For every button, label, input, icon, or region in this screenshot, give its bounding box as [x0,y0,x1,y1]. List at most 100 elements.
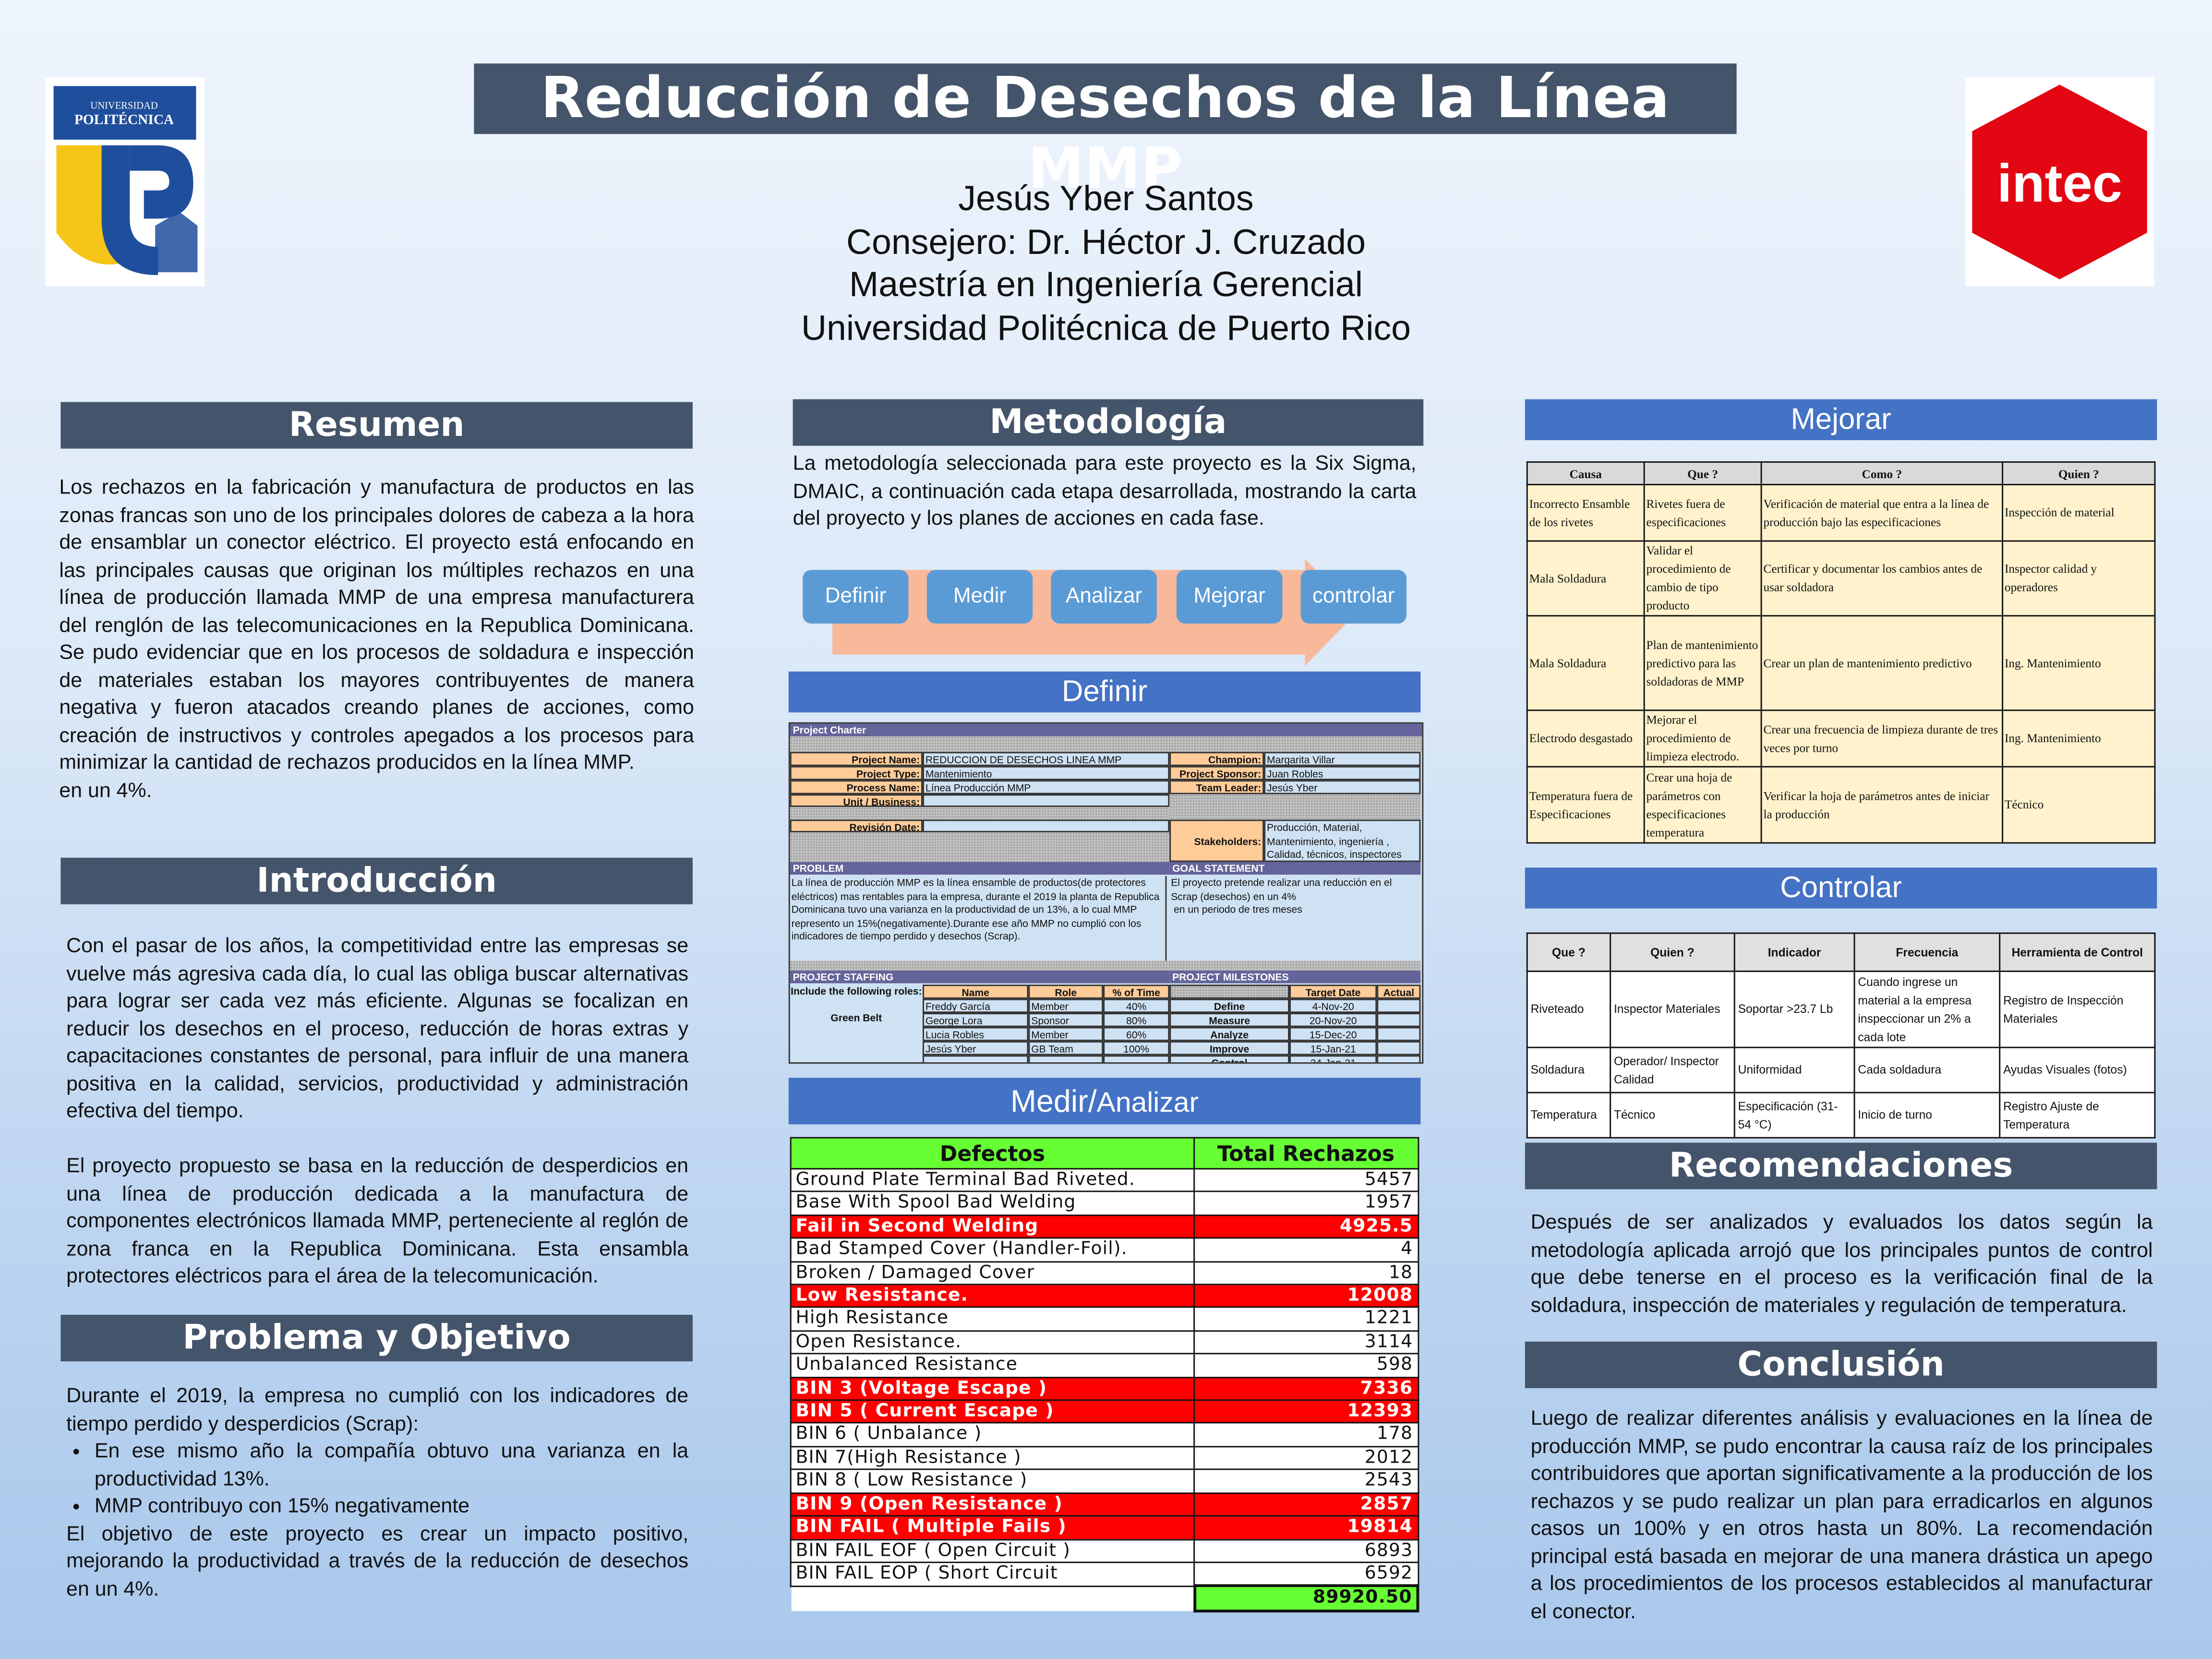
improvement-cell: Verificación de material que entra a la … [1760,484,2004,542]
staff-cell: 60% [1103,1027,1170,1041]
control-cell: Inicio de turno [1853,1092,2001,1139]
total-spacer [791,1586,1194,1611]
metodologia-heading: Metodología [793,399,1424,446]
milestone-phase: Define [1169,998,1290,1013]
value-team-leader: Jesús Yber [1264,780,1421,794]
defect-row: Open Resistance.3114 [790,1330,1419,1355]
control-cell: Inspector Materiales [1610,970,1735,1048]
conclusion-text: Luego de realizar diferentes análisis y … [1530,1407,2153,1623]
problema-bullet: MMP contribuyo con 15% negativamente [95,1494,688,1521]
defects-header: Defectos [790,1137,1195,1170]
introduccion-text: Con el pasar de los años, la competitivi… [66,934,688,1291]
milestone-spacer [1169,985,1290,999]
improvement-cell: Crear una frecuencia de limpieza durante… [1760,709,2004,768]
resumen-paragraph: Los rechazos en la fabricación y manufac… [59,477,694,775]
total-row: 89920.50 [791,1585,1419,1612]
milestone-phase: Control [1169,1055,1290,1062]
stakeholder-line: Mantenimiento, ingeniería , [1267,834,1389,847]
defect-name: BIN 6 ( Unbalance ) [790,1422,1195,1447]
improvement-cell: Incorrecto Ensamble de los rivetes [1526,484,1645,542]
defect-name: BIN 9 (Open Resistance ) [790,1492,1195,1517]
controlar-heading: Controlar [1525,867,2157,909]
authors-block: Jesús Yber Santos Consejero: Dr. Héctor … [677,178,1535,350]
defect-name: Low Resistance. [790,1284,1195,1309]
milestone-header: Actual [1377,985,1421,999]
defect-name: BIN FAIL ( Multiple Fails ) [790,1515,1195,1540]
defect-count: 4925.5 [1193,1214,1419,1239]
stakeholder-line: Calidad, técnicos, inspectores [1267,848,1402,861]
resumen-heading: Resumen [60,402,693,449]
control-cell: Uniformidad [1733,1046,1855,1094]
defect-row: BIN 9 (Open Resistance )2857 [790,1492,1419,1517]
label-project-name: Project Name: [790,752,923,766]
value-sponsor: Juan Robles [1264,766,1421,781]
staff-cell: GB Team [1028,1041,1104,1056]
milestone-date: 20-Nov-20 [1289,1013,1377,1027]
col-que: Que ? [1643,461,1762,485]
value-champion: Margarita Villar [1264,752,1421,766]
control-cell: Ayudas Visuales (fotos) [1999,1046,2156,1094]
defect-row: BIN FAIL EOF ( Open Circuit )6893 [790,1538,1419,1563]
staff-cell: Lucia Robles [922,1027,1029,1041]
control-cell: Especificación (31-54 °C) [1733,1092,1855,1139]
milestone-actual [1377,1013,1421,1027]
roles-label: Include the following roles: Green Belt [790,985,923,1024]
poster-title: Reducción de Desechos de la Línea MMP [474,63,1737,202]
defect-name: BIN FAIL EOF ( Open Circuit ) [790,1538,1195,1563]
control-cell: Temperatura [1526,1092,1611,1139]
roles-text: Include the following roles: [791,985,922,998]
label-champion: Champion: [1169,752,1264,766]
milestone-phase: Analyze [1169,1027,1290,1041]
step-medir: Medir [926,570,1033,624]
program: Maestría en Ingeniería Gerencial [849,265,1363,305]
control-cell: Operador/ Inspector Calidad [1610,1046,1735,1094]
problem-label: PROBLEM [790,862,1170,875]
defect-count: 6592 [1193,1561,1419,1587]
value-revision-date [922,819,1170,832]
defect-count: 12008 [1193,1284,1419,1309]
rejects-header: Total Rechazos [1193,1137,1419,1170]
defect-row: BIN 8 ( Low Resistance )2543 [790,1469,1419,1494]
analizar-heading-text: Analizar [1096,1087,1199,1119]
improvement-cell: Certificar y documentar los cambios ante… [1760,540,2004,617]
defect-name: BIN FAIL EOP ( Short Circuit [790,1561,1195,1587]
charter-spacer [790,806,1170,820]
problema-paragraph-1: Durante el 2019, la empresa no cumplió c… [66,1385,689,1436]
defect-name: Ground Plate Terminal Bad Riveted. [790,1168,1195,1193]
defect-count: 598 [1193,1353,1419,1378]
improvement-cell: Mala Soldadura [1526,615,1645,711]
improvement-cell: Crear un plan de mantenimiento predictiv… [1760,615,2004,711]
resumen-paragraph-end: en un 4%. [59,779,152,802]
col-quien: Quien ? [2002,461,2156,485]
svg-text:UNIVERSIDAD: UNIVERSIDAD [90,100,158,111]
defect-row: Bad Stamped Cover (Handler-Foil).4 [790,1237,1419,1262]
step-definir: Definir [803,570,909,624]
charter-spacer [1169,794,1421,820]
control-cell: Cuando ingrese un material a la empresa … [1853,970,2001,1048]
milestone-actual [1377,998,1421,1013]
milestone-actual [1377,1055,1421,1062]
defect-name: BIN 8 ( Low Resistance ) [790,1469,1195,1494]
milestones-label: PROJECT MILESTONES [1169,970,1421,984]
col-frecuencia: Frecuencia [1853,932,2001,972]
col-que: Que ? [1526,932,1611,972]
metodologia-text: La metodología seleccionada para este pr… [793,453,1417,530]
medir-analizar-heading: Medir/Analizar [788,1078,1421,1125]
label-unit: Unit / Business: [790,794,923,807]
conclusion-heading: Conclusión [1525,1341,2157,1388]
defect-row: BIN 3 (Voltage Escape )7336 [790,1376,1419,1401]
staff-cell [922,1055,1029,1062]
label-team-leader: Team Leader: [1169,780,1264,794]
defects-table: Defectos Total Rechazos Ground Plate Ter… [790,1137,1419,1612]
project-charter: Project Charter Project Name: REDUCCION … [788,722,1424,1064]
defect-row: Ground Plate Terminal Bad Riveted.5457 [790,1168,1419,1193]
improvement-cell: Inspección de material [2002,484,2156,542]
author-name: Jesús Yber Santos [958,179,1254,219]
introduccion-paragraph-1: Con el pasar de los años, la competitivi… [66,935,689,1123]
staff-cell: Member [1028,998,1104,1013]
goal-line: El proyecto pretende realizar una reducc… [1171,876,1392,902]
